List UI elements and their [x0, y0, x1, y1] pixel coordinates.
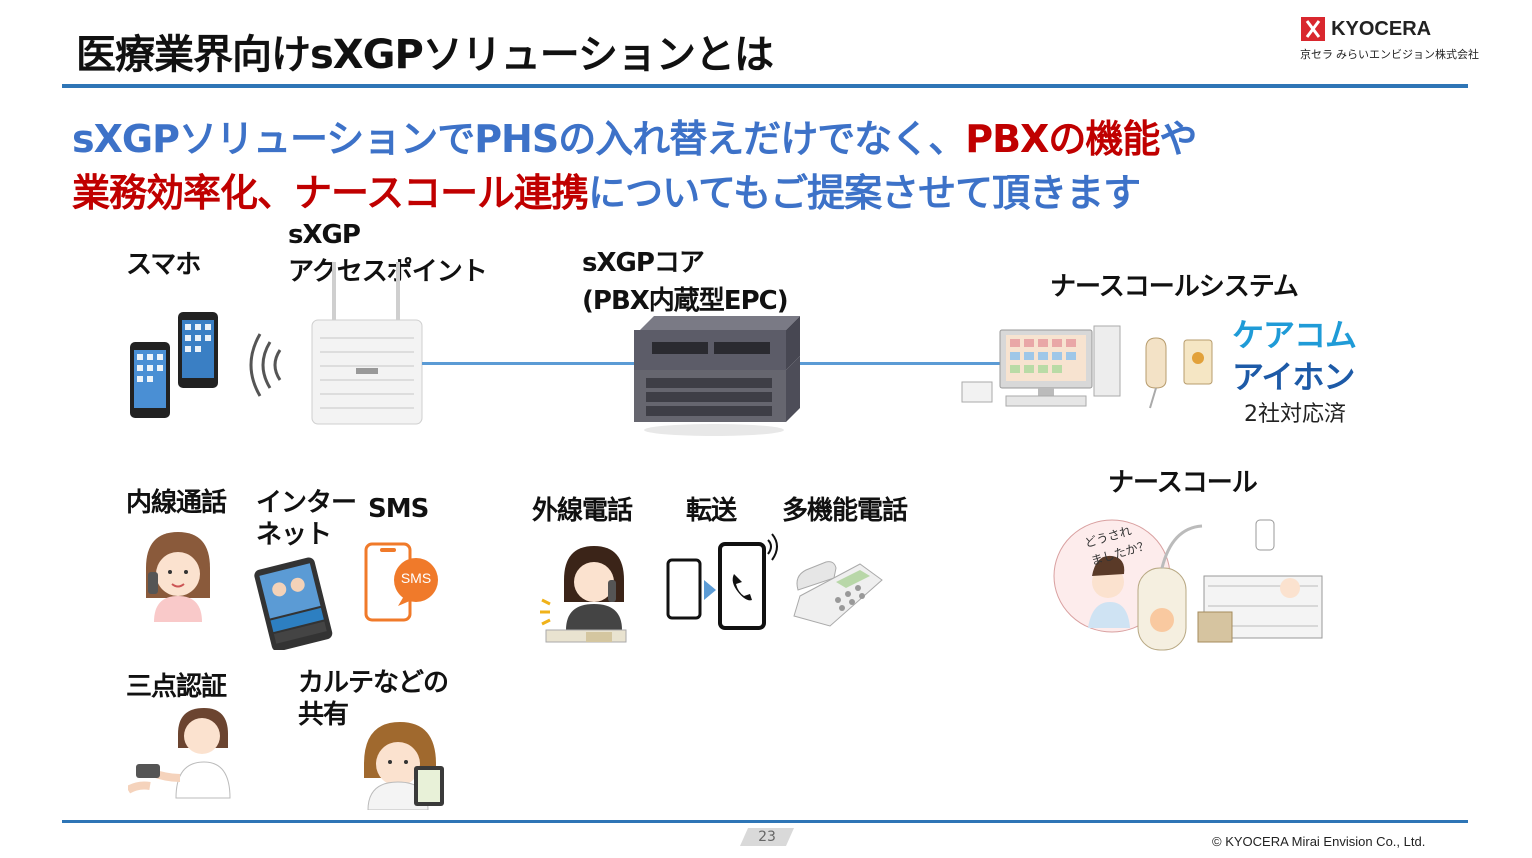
- kyocera-logo: KYOCERA 京セラ みらいエンビジョン株式会社: [1300, 16, 1480, 62]
- page-number: 23: [758, 829, 776, 845]
- three-point-auth-label: 三点認証: [126, 672, 227, 702]
- nurse-call-label: ナースコール: [1108, 468, 1258, 498]
- page-title: 医療業界向けsXGPソリューションとは: [76, 32, 774, 78]
- access-point-icon: [311, 262, 423, 425]
- sms-phone-icon: [364, 542, 438, 622]
- nurse-call-equipment-icon: [961, 325, 1213, 409]
- call-transfer-icon: [666, 533, 778, 630]
- headline-2-part-1: 業務効率化、ナースコール連携: [72, 171, 589, 215]
- desk-phone-icon: [793, 561, 883, 627]
- internal-call-label: 内線通話: [126, 488, 227, 518]
- brand-aiphone: アイホン: [1232, 358, 1355, 396]
- nurse-scanning-illustration: [128, 708, 231, 799]
- copyright: © KYOCERA Mirai Envision Co., Ltd.: [1212, 834, 1426, 849]
- transfer-label: 転送: [686, 496, 737, 526]
- brands-supported-note: 2社対応済: [1244, 402, 1346, 427]
- kyocera-mark-icon: [1301, 17, 1325, 41]
- logo-subtitle: 京セラ みらいエンビジョン株式会社: [1300, 49, 1480, 61]
- link-core-nursecall: [800, 362, 1000, 365]
- brand-carecom: ケアコム: [1232, 316, 1357, 354]
- core-label-1: sXGPコア: [582, 248, 705, 278]
- nurse-tablet-illustration: [364, 722, 444, 810]
- header-divider: [62, 84, 1468, 88]
- smartphone-label: スマホ: [126, 250, 201, 280]
- nurse-call-illustration: [1053, 519, 1323, 651]
- page-number-badge: [740, 828, 794, 846]
- link-ap-core: [422, 362, 636, 365]
- access-point-label-2: アクセスポイント: [288, 257, 488, 287]
- headline-1-part-1: sXGPソリューションでPHSの入れ替えだけでなく、: [72, 117, 966, 161]
- internet-label-1: インター: [256, 488, 357, 518]
- multi-function-phone-label: 多機能電話: [782, 496, 908, 526]
- headline-2-part-2: についてもご提案させて頂きます: [588, 171, 1141, 215]
- core-label-2: (PBX内蔵型EPC): [582, 286, 789, 316]
- access-point-label-1: sXGP: [288, 220, 361, 250]
- operator-illustration: [540, 546, 627, 643]
- sms-label: SMS: [368, 494, 429, 524]
- headline-line-1: sXGPソリューションでPHSの入れ替えだけでなく、PBXの機能や: [72, 108, 1197, 163]
- chart-share-label-1: カルテなどの: [298, 668, 449, 698]
- tablet-video-icon: [254, 557, 333, 650]
- headline-1-part-2: PBXの機能: [965, 117, 1160, 161]
- logo-wordmark: KYOCERA: [1331, 17, 1432, 40]
- internet-label-2: ネット: [256, 520, 332, 550]
- headline-1-part-3: や: [1159, 117, 1197, 161]
- chart-share-label-2: 共有: [298, 700, 349, 730]
- headline-line-2: 業務効率化、ナースコール連携についてもご提案させて頂きます: [72, 162, 1141, 217]
- external-call-label: 外線電話: [532, 496, 633, 526]
- sms-icon-text: SMS: [400, 570, 432, 586]
- smartphones-icon: [130, 312, 218, 418]
- nurse-call-system-label: ナースコールシステム: [1050, 272, 1299, 302]
- wireless-signal-icon: [249, 333, 282, 397]
- nurse-phone-illustration: [146, 532, 210, 622]
- footer-divider: [62, 820, 1468, 823]
- core-server-icon: [634, 316, 800, 436]
